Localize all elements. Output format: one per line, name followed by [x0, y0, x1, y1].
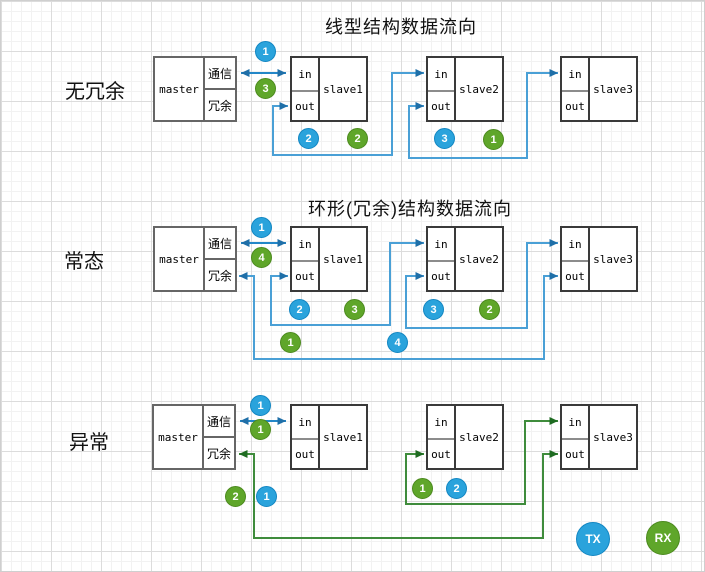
- d1-slave3-node[interactable]: in out slave3: [560, 56, 638, 122]
- d3-slave1-node[interactable]: in out slave1: [290, 404, 368, 470]
- d1-master-node[interactable]: master 通信 冗余: [153, 56, 237, 122]
- d1-tx-step-2[interactable]: 2: [298, 128, 319, 149]
- d2-tx-step-1[interactable]: 1: [251, 217, 272, 238]
- d1-slave1-in-port: in: [292, 58, 318, 93]
- title-ring: 环形(冗余)结构数据流向: [308, 199, 512, 219]
- d2-tx-step-3[interactable]: 3: [423, 299, 444, 320]
- d2-slave3-in-port: in: [562, 228, 588, 263]
- d3-slave1-out-port: out: [295, 447, 315, 461]
- d2-rx-step-1[interactable]: 1: [280, 332, 301, 353]
- d3-master-comm-port: 通信: [204, 406, 234, 438]
- d3-tx-step-1-ring[interactable]: 1: [256, 486, 277, 507]
- d2-tx-step-2[interactable]: 2: [289, 299, 310, 320]
- d2-master-redundant-port: 冗余: [207, 268, 232, 283]
- d3-rx-step-2-ring[interactable]: 2: [225, 486, 246, 507]
- d1-tx-step-1[interactable]: 1: [255, 41, 276, 62]
- d2-slave2-node[interactable]: in out slave2: [426, 226, 504, 292]
- d1-slave1-node[interactable]: in out slave1: [290, 56, 368, 122]
- label-fault: 异常: [69, 432, 109, 454]
- d1-slave1-name: slave1: [323, 82, 363, 96]
- d3-rx-step-1-comm[interactable]: 1: [250, 419, 271, 440]
- d2-slave1-node[interactable]: in out slave1: [290, 226, 368, 292]
- d1-slave2-out-port: out: [431, 99, 451, 113]
- d3-slave2-in-port: in: [428, 406, 454, 441]
- d3-slave3-in-port: in: [562, 406, 588, 441]
- d2-slave2-in-port: in: [428, 228, 454, 263]
- d1-slave2-node[interactable]: in out slave2: [426, 56, 504, 122]
- d1-master-comm-port: 通信: [205, 58, 235, 90]
- d3-master-name: master: [158, 430, 198, 444]
- d1-slave1-out-port: out: [295, 99, 315, 113]
- d3-slave2-node[interactable]: in out slave2: [426, 404, 504, 470]
- d1-cable-slave1-out-slave2-in[interactable]: [272, 69, 424, 156]
- d2-slave3-node[interactable]: in out slave3: [560, 226, 638, 292]
- d2-master-name: master: [159, 252, 199, 266]
- d2-rx-step-3[interactable]: 3: [344, 299, 365, 320]
- d3-tx-step-1-comm[interactable]: 1: [250, 395, 271, 416]
- d2-master-node[interactable]: master 通信 冗余: [153, 226, 237, 292]
- label-normal: 常态: [64, 251, 104, 273]
- d3-tx-step-2-s2[interactable]: 2: [446, 478, 467, 499]
- d2-slave1-in-port: in: [292, 228, 318, 263]
- d1-slave2-name: slave2: [459, 82, 499, 96]
- d2-slave3-out-port: out: [565, 269, 585, 283]
- d1-rx-step-1[interactable]: 1: [483, 129, 504, 150]
- d3-master-redundant-port: 冗余: [206, 446, 231, 461]
- d2-rx-step-2[interactable]: 2: [479, 299, 500, 320]
- d1-rx-step-2[interactable]: 2: [347, 128, 368, 149]
- d3-rx-step-1-s2[interactable]: 1: [412, 478, 433, 499]
- d3-master-node[interactable]: master 通信 冗余: [152, 404, 236, 470]
- d3-slave1-in-port: in: [292, 406, 318, 441]
- d1-slave3-name: slave3: [593, 82, 633, 96]
- d3-slave2-name: slave2: [459, 430, 499, 444]
- d2-tx-step-4[interactable]: 4: [387, 332, 408, 353]
- d1-master-redundant-port: 冗余: [207, 98, 232, 113]
- d3-slave1-name: slave1: [323, 430, 363, 444]
- d2-slave2-out-port: out: [431, 269, 451, 283]
- d2-master-comm-port: 通信: [205, 228, 235, 260]
- d3-slave3-name: slave3: [593, 430, 633, 444]
- d3-ring-cable-master-redundant-slave3-out[interactable]: [239, 450, 558, 539]
- d3-slave2-out-port: out: [431, 447, 451, 461]
- d3-slave3-node[interactable]: in out slave3: [560, 404, 638, 470]
- legend-tx-badge: TX: [576, 522, 610, 556]
- d1-tx-step-3[interactable]: 3: [434, 128, 455, 149]
- d1-rx-step-3[interactable]: 3: [255, 78, 276, 99]
- d2-slave3-name: slave3: [593, 252, 633, 266]
- d1-master-name: master: [159, 82, 199, 96]
- d1-slave2-in-port: in: [428, 58, 454, 93]
- label-no-redundancy: 无冗余: [65, 81, 125, 103]
- d2-rx-step-4[interactable]: 4: [251, 247, 272, 268]
- d1-slave3-out-port: out: [565, 99, 585, 113]
- d2-slave2-name: slave2: [459, 252, 499, 266]
- d2-slave1-name: slave1: [323, 252, 363, 266]
- d3-slave3-out-port: out: [565, 447, 585, 461]
- d2-ring-cable-master-redundant-slave3-out[interactable]: [239, 272, 558, 360]
- d2-slave1-out-port: out: [295, 269, 315, 283]
- d1-cable-slave2-out-slave3-in[interactable]: [408, 69, 558, 159]
- d1-slave3-in-port: in: [562, 58, 588, 93]
- title-linear: 线型结构数据流向: [325, 17, 477, 37]
- legend-rx-badge: RX: [646, 521, 680, 555]
